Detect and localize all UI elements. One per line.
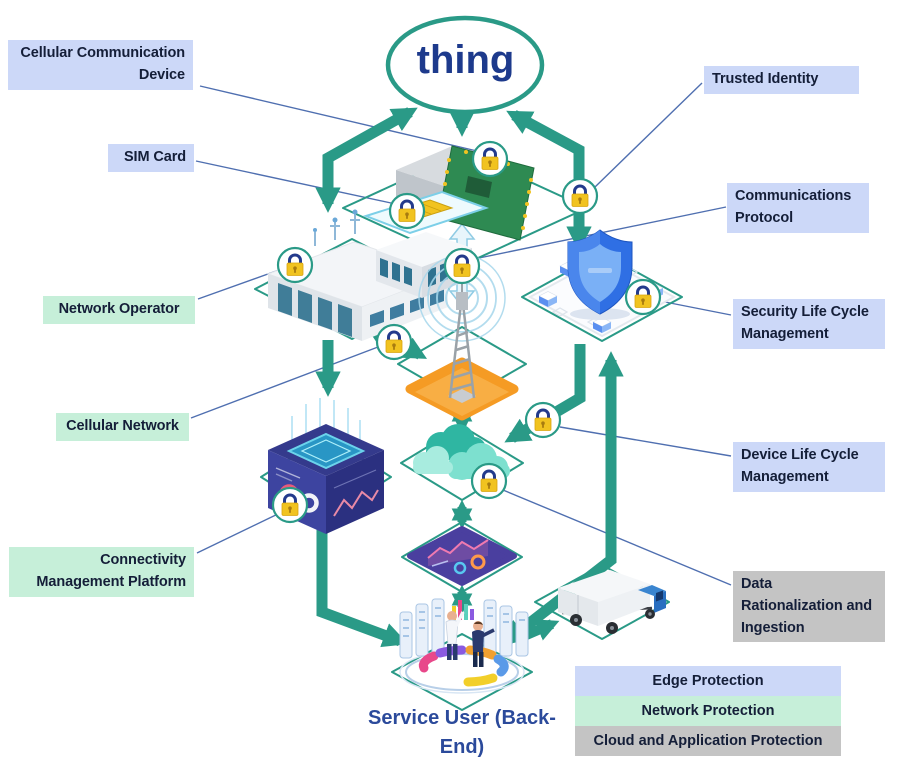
padlock-icon-communications-protocol — [443, 247, 481, 285]
connector-device-life-cycle — [559, 426, 732, 457]
antenna-icons — [313, 209, 360, 246]
connector-trusted-identity — [594, 82, 703, 188]
padlock-icon-device — [471, 140, 509, 178]
callout-cellular-network: Cellular Network — [56, 413, 189, 441]
callout-sim-card: SIM Card — [108, 144, 194, 172]
arrow-service-user-shield — [501, 351, 624, 646]
callout-network-operator: Network Operator — [43, 296, 195, 324]
padlock-icon-security-life-cycle — [624, 278, 662, 316]
person-icon — [445, 611, 465, 660]
analytics-dashboard-icon — [407, 526, 517, 586]
legend-network-protection: Network Protection — [575, 696, 841, 726]
arrow-service-user-to-truck — [522, 619, 560, 641]
callout-connectivity-management-platform: Connectivity Management Platform — [9, 547, 194, 597]
callout-communications-protocol: Communications Protocol — [727, 183, 869, 233]
service-user-platform-icon — [399, 598, 529, 694]
connector-network-operator — [197, 269, 280, 300]
padlock-icon-cellular-network — [375, 323, 413, 361]
legend: Edge Protection Network Protection Cloud… — [575, 666, 841, 756]
security-shield-icon — [527, 229, 677, 338]
callout-device-life-cycle-management: Device Life Cycle Management — [733, 442, 885, 492]
connector-cellular-network — [190, 346, 379, 419]
connector-connectivity-management-platform — [196, 511, 283, 554]
callout-security-life-cycle-management: Security Life Cycle Management — [733, 299, 885, 349]
padlock-icon-sim — [388, 192, 426, 230]
padlock-icon-device-life-cycle — [524, 401, 562, 439]
data-panel-icons — [399, 598, 529, 659]
padlock-icon-trusted-identity — [561, 177, 599, 215]
cellular-device-icon — [362, 145, 535, 241]
padlock-icon-connectivity-platform — [271, 486, 309, 524]
connectivity-cube-icon — [268, 398, 384, 534]
legend-cloud-application-protection: Cloud and Application Protection — [575, 726, 841, 756]
callout-trusted-identity: Trusted Identity — [704, 66, 859, 94]
callout-data-rationalization-and-ingestion: Data Rationalization and Ingestion — [733, 571, 885, 643]
service-user-label: Service User (Back-End) — [368, 707, 556, 758]
padlock-icon-data-rationalization — [470, 462, 508, 500]
legend-edge-protection: Edge Protection — [575, 666, 841, 696]
connector-data-rationalization — [502, 489, 732, 586]
truck-icon — [558, 570, 666, 634]
padlock-icon-network-operator — [276, 246, 314, 284]
person-icon — [472, 621, 495, 667]
thing-node-label: thing — [416, 38, 515, 82]
label-connector-lines — [190, 82, 732, 586]
callout-cellular-communication-device: Cellular Communication Device — [8, 40, 193, 90]
connector-sim-card — [195, 160, 392, 204]
arrow-thing-network-operator — [315, 107, 418, 213]
arrow-cube-to-service-user — [316, 521, 409, 648]
